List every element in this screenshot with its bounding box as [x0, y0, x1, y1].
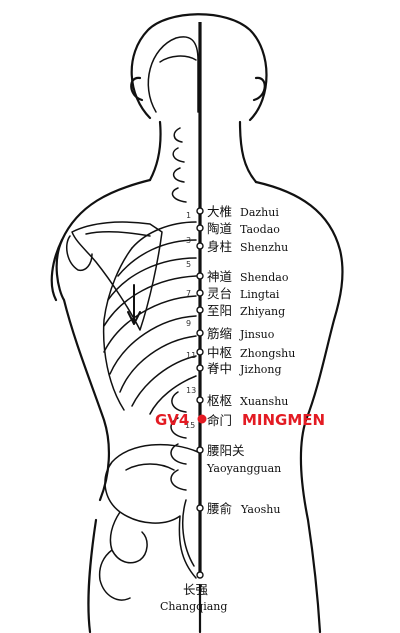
acupoint-pinyin-jizhong: Jizhong: [239, 363, 282, 376]
acupoint-cn-zhongshu: 中枢: [207, 345, 232, 360]
acupoints: 大椎 Dazhui 陶道 Taodao 身柱 Shenzhu 神道 Shenda…: [155, 204, 325, 613]
arm-left: [50, 238, 64, 302]
acupoint-cn-mingmen: 命门: [207, 413, 232, 428]
torso-right: [254, 180, 344, 633]
neck-left: [148, 120, 162, 182]
vertebra-number: 3: [186, 236, 191, 245]
acupoint-dot-yaoshu[interactable]: [196, 504, 204, 512]
acupoint-dot-changqiang[interactable]: [196, 571, 204, 579]
acupoint-dot-taodao[interactable]: [196, 224, 204, 232]
acupoint-dot-shenzhu[interactable]: [196, 242, 204, 250]
lumbar-vertebrae: [170, 391, 187, 491]
acupoint-pinyin-taodao: Taodao: [240, 223, 280, 236]
acupoint-pinyin-zhongshu: Zhongshu: [240, 347, 295, 360]
acupoint-dot-lingtai[interactable]: [196, 289, 204, 297]
acupoint-cn-jizhong: 脊中: [207, 361, 232, 376]
vertebra-number: 1: [186, 211, 191, 220]
acupoint-cn-shenzhu: 身柱: [207, 239, 232, 254]
neck-right: [238, 120, 258, 184]
acupoint-pinyin-shendao: Shendao: [240, 271, 289, 284]
acupoint-cn-zhiyang: 至阳: [207, 303, 232, 318]
body-outline: [50, 13, 344, 633]
acupoint-cn-yaoyangguan: 腰阳关: [207, 443, 245, 458]
cervical-vertebrae: [171, 127, 187, 203]
vertebra-number: 5: [186, 260, 191, 269]
acupoint-cn-yaoshu: 腰俞: [207, 501, 233, 516]
ribs: [103, 221, 197, 415]
acupoint-pinyin-dazhui: Dazhui: [240, 206, 279, 219]
acupoint-dot-zhongshu[interactable]: [196, 348, 204, 356]
acupoint-pinyin-jinsuo: Jinsuo: [239, 328, 275, 341]
acupoint-dot-jinsuo[interactable]: [196, 329, 204, 337]
acupoint-cn-lingtai: 灵台: [207, 286, 232, 301]
acupoint-dot-shendao[interactable]: [196, 272, 204, 280]
acupoint-cn-jinsuo: 筋缩: [207, 326, 232, 341]
acupoint-dot-xuanshu[interactable]: [196, 396, 204, 404]
vertebra-number: 11: [186, 351, 196, 360]
acupoint-dot-dazhui[interactable]: [196, 207, 204, 215]
vertebra-number: 7: [186, 289, 191, 298]
left-ear: [130, 76, 144, 102]
pelvis: [98, 443, 199, 601]
highlight-code: GV4: [155, 411, 189, 429]
acupoint-pinyin-yaoshu: Yaoshu: [240, 503, 280, 516]
vertebra-number: 9: [186, 319, 191, 328]
vertebra-number: 15: [185, 421, 195, 430]
leg-left: [87, 518, 98, 633]
acupoint-cn-changqiang: 长强: [183, 582, 209, 597]
acupoint-dot-jizhong[interactable]: [196, 364, 204, 372]
acupoint-pinyin-lingtai: Lingtai: [240, 288, 280, 301]
rib-arrow: [127, 284, 141, 325]
head-outline: [130, 13, 268, 122]
highlight-name: MINGMEN: [242, 411, 325, 429]
acupoint-dot-yaoyangguan[interactable]: [196, 446, 204, 454]
torso-left: [55, 178, 152, 502]
vertebra-numbers: 1 3 5 7 9 11 13 15: [185, 211, 196, 430]
acupoint-dot-zhiyang[interactable]: [196, 306, 204, 314]
scapula: [71, 221, 163, 331]
right-ear: [252, 76, 266, 102]
acupoint-cn-taodao: 陶道: [207, 221, 233, 236]
acupoint-pinyin-changqiang: Changqiang: [160, 600, 227, 613]
acupoint-pinyin-yaoyangguan: Yaoyangguan: [206, 462, 281, 475]
acupoint-pinyin-zhiyang: Zhiyang: [240, 305, 285, 318]
acupoint-cn-shendao: 神道: [207, 269, 233, 284]
acupoint-dot-mingmen[interactable]: [197, 414, 207, 424]
vertebra-number: 13: [186, 386, 196, 395]
skeleton-drawing: [65, 36, 199, 601]
acupoint-pinyin-xuanshu: Xuanshu: [240, 395, 288, 408]
acupoint-cn-dazhui: 大椎: [207, 204, 232, 219]
acupoint-pinyin-shenzhu: Shenzhu: [240, 241, 288, 254]
skull: [147, 36, 199, 113]
acupoint-cn-xuanshu: 枢枢: [207, 393, 232, 408]
